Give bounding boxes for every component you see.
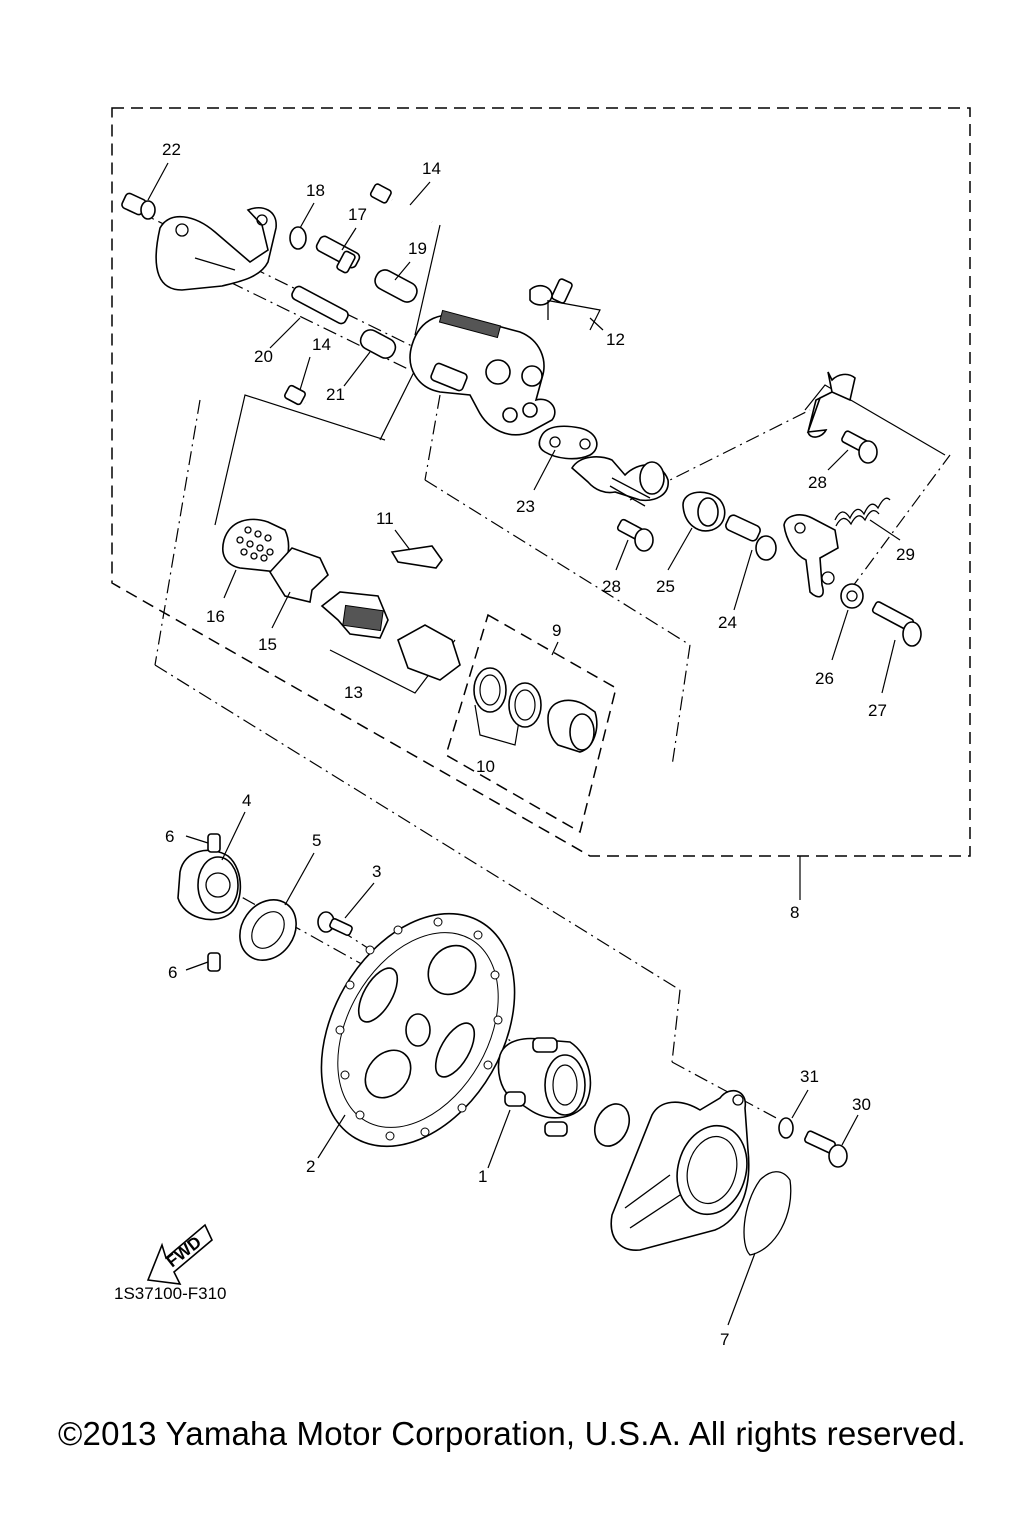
- caliper-body: [409, 309, 556, 436]
- copyright-notice: ©2013 Yamaha Motor Corporation, U.S.A. A…: [58, 1415, 966, 1452]
- set-screw-6-lower: [207, 952, 221, 972]
- callout-4: 4: [242, 791, 251, 810]
- callout-numbers: 22 14 18 17 19 12 20 14 21 23 28 28 25 2…: [162, 140, 915, 1349]
- callout-28-lower: 28: [602, 577, 621, 596]
- bolt-28-lower: [616, 518, 654, 552]
- callout-18: 18: [306, 181, 325, 200]
- callout-13: 13: [344, 683, 363, 702]
- callout-10: 10: [476, 757, 495, 776]
- bleed-screw-12: [529, 278, 573, 320]
- caliper-holder-bracket: [610, 1089, 750, 1251]
- washer-31: [778, 1117, 794, 1139]
- slide-pin-17: [315, 235, 361, 274]
- collar-bolt-22: [121, 192, 156, 220]
- adjuster-24: [725, 514, 777, 561]
- nut-26: [840, 583, 864, 609]
- callout-14-lower: 14: [312, 335, 331, 354]
- lever-arm: [570, 456, 669, 507]
- boot-19: [374, 269, 418, 303]
- callout-6-lower: 6: [168, 963, 177, 982]
- bolt-28-upper: [841, 430, 878, 464]
- shim-15: [268, 547, 329, 603]
- washer-5: [239, 899, 297, 961]
- callout-25: 25: [656, 577, 675, 596]
- callout-19: 19: [408, 239, 427, 258]
- o-ring: [593, 1103, 631, 1147]
- bolt-27: [871, 601, 922, 647]
- bolt-30: [804, 1130, 848, 1168]
- hub-nut-4: [177, 849, 242, 921]
- callout-22: 22: [162, 140, 181, 159]
- callout-30: 30: [852, 1095, 871, 1114]
- spring-29: [834, 497, 891, 527]
- pad-spring-11: [390, 545, 443, 569]
- callout-11: 11: [376, 509, 394, 528]
- callout-6-upper: 6: [165, 827, 174, 846]
- caliper-assembly-boundary: [111, 107, 971, 857]
- callout-16: 16: [206, 607, 225, 626]
- piston-seal-10b: [508, 682, 542, 728]
- callout-21: 21: [326, 385, 345, 404]
- forward-arrow-icon: FWD: [146, 1223, 213, 1285]
- callout-5: 5: [312, 831, 321, 850]
- callout-9: 9: [552, 621, 561, 640]
- pin-14-upper: [369, 183, 434, 225]
- callout-2: 2: [306, 1157, 315, 1176]
- callout-24: 24: [718, 613, 737, 632]
- bolt-3: [317, 911, 353, 936]
- callout-3: 3: [372, 862, 381, 881]
- diagram-code: 1S37100-F310: [114, 1284, 227, 1303]
- piston-seal-10a: [473, 667, 507, 713]
- piston-kit-boundary: [445, 613, 617, 834]
- callout-1: 1: [478, 1167, 487, 1186]
- cable-bracket-upper: [806, 371, 856, 438]
- callout-26: 26: [815, 669, 834, 688]
- leader-lines: [147, 162, 901, 1326]
- callout-29: 29: [896, 545, 915, 564]
- gasket-23: [538, 425, 598, 460]
- cable-bracket-lower: [783, 514, 839, 598]
- callout-12: 12: [606, 330, 625, 349]
- slide-pin-20: [291, 285, 349, 325]
- piston: [547, 699, 598, 753]
- callout-8: 8: [790, 903, 799, 922]
- brake-pad-13-rear: [397, 624, 461, 681]
- callout-27: 27: [868, 701, 887, 720]
- pin-14-lower: [284, 384, 350, 428]
- caliper-bracket-plate: [155, 206, 277, 291]
- group-brackets: [214, 224, 946, 746]
- circlip-7: [743, 1171, 792, 1256]
- rear-hub-1: [497, 1037, 592, 1137]
- set-screw-6-upper: [207, 833, 221, 853]
- brake-disc-2: [320, 912, 516, 1148]
- callout-17: 17: [348, 205, 367, 224]
- callout-31: 31: [800, 1067, 819, 1086]
- washer-18: [289, 226, 307, 250]
- callout-20: 20: [254, 347, 273, 366]
- callout-14-upper: 14: [422, 159, 441, 178]
- callout-15: 15: [258, 635, 277, 654]
- callout-28-upper: 28: [808, 473, 827, 492]
- roller-25: [682, 491, 726, 532]
- callout-7: 7: [720, 1330, 729, 1349]
- brake-pad-13-front: [320, 591, 389, 639]
- callout-23: 23: [516, 497, 535, 516]
- boot-21: [359, 329, 397, 359]
